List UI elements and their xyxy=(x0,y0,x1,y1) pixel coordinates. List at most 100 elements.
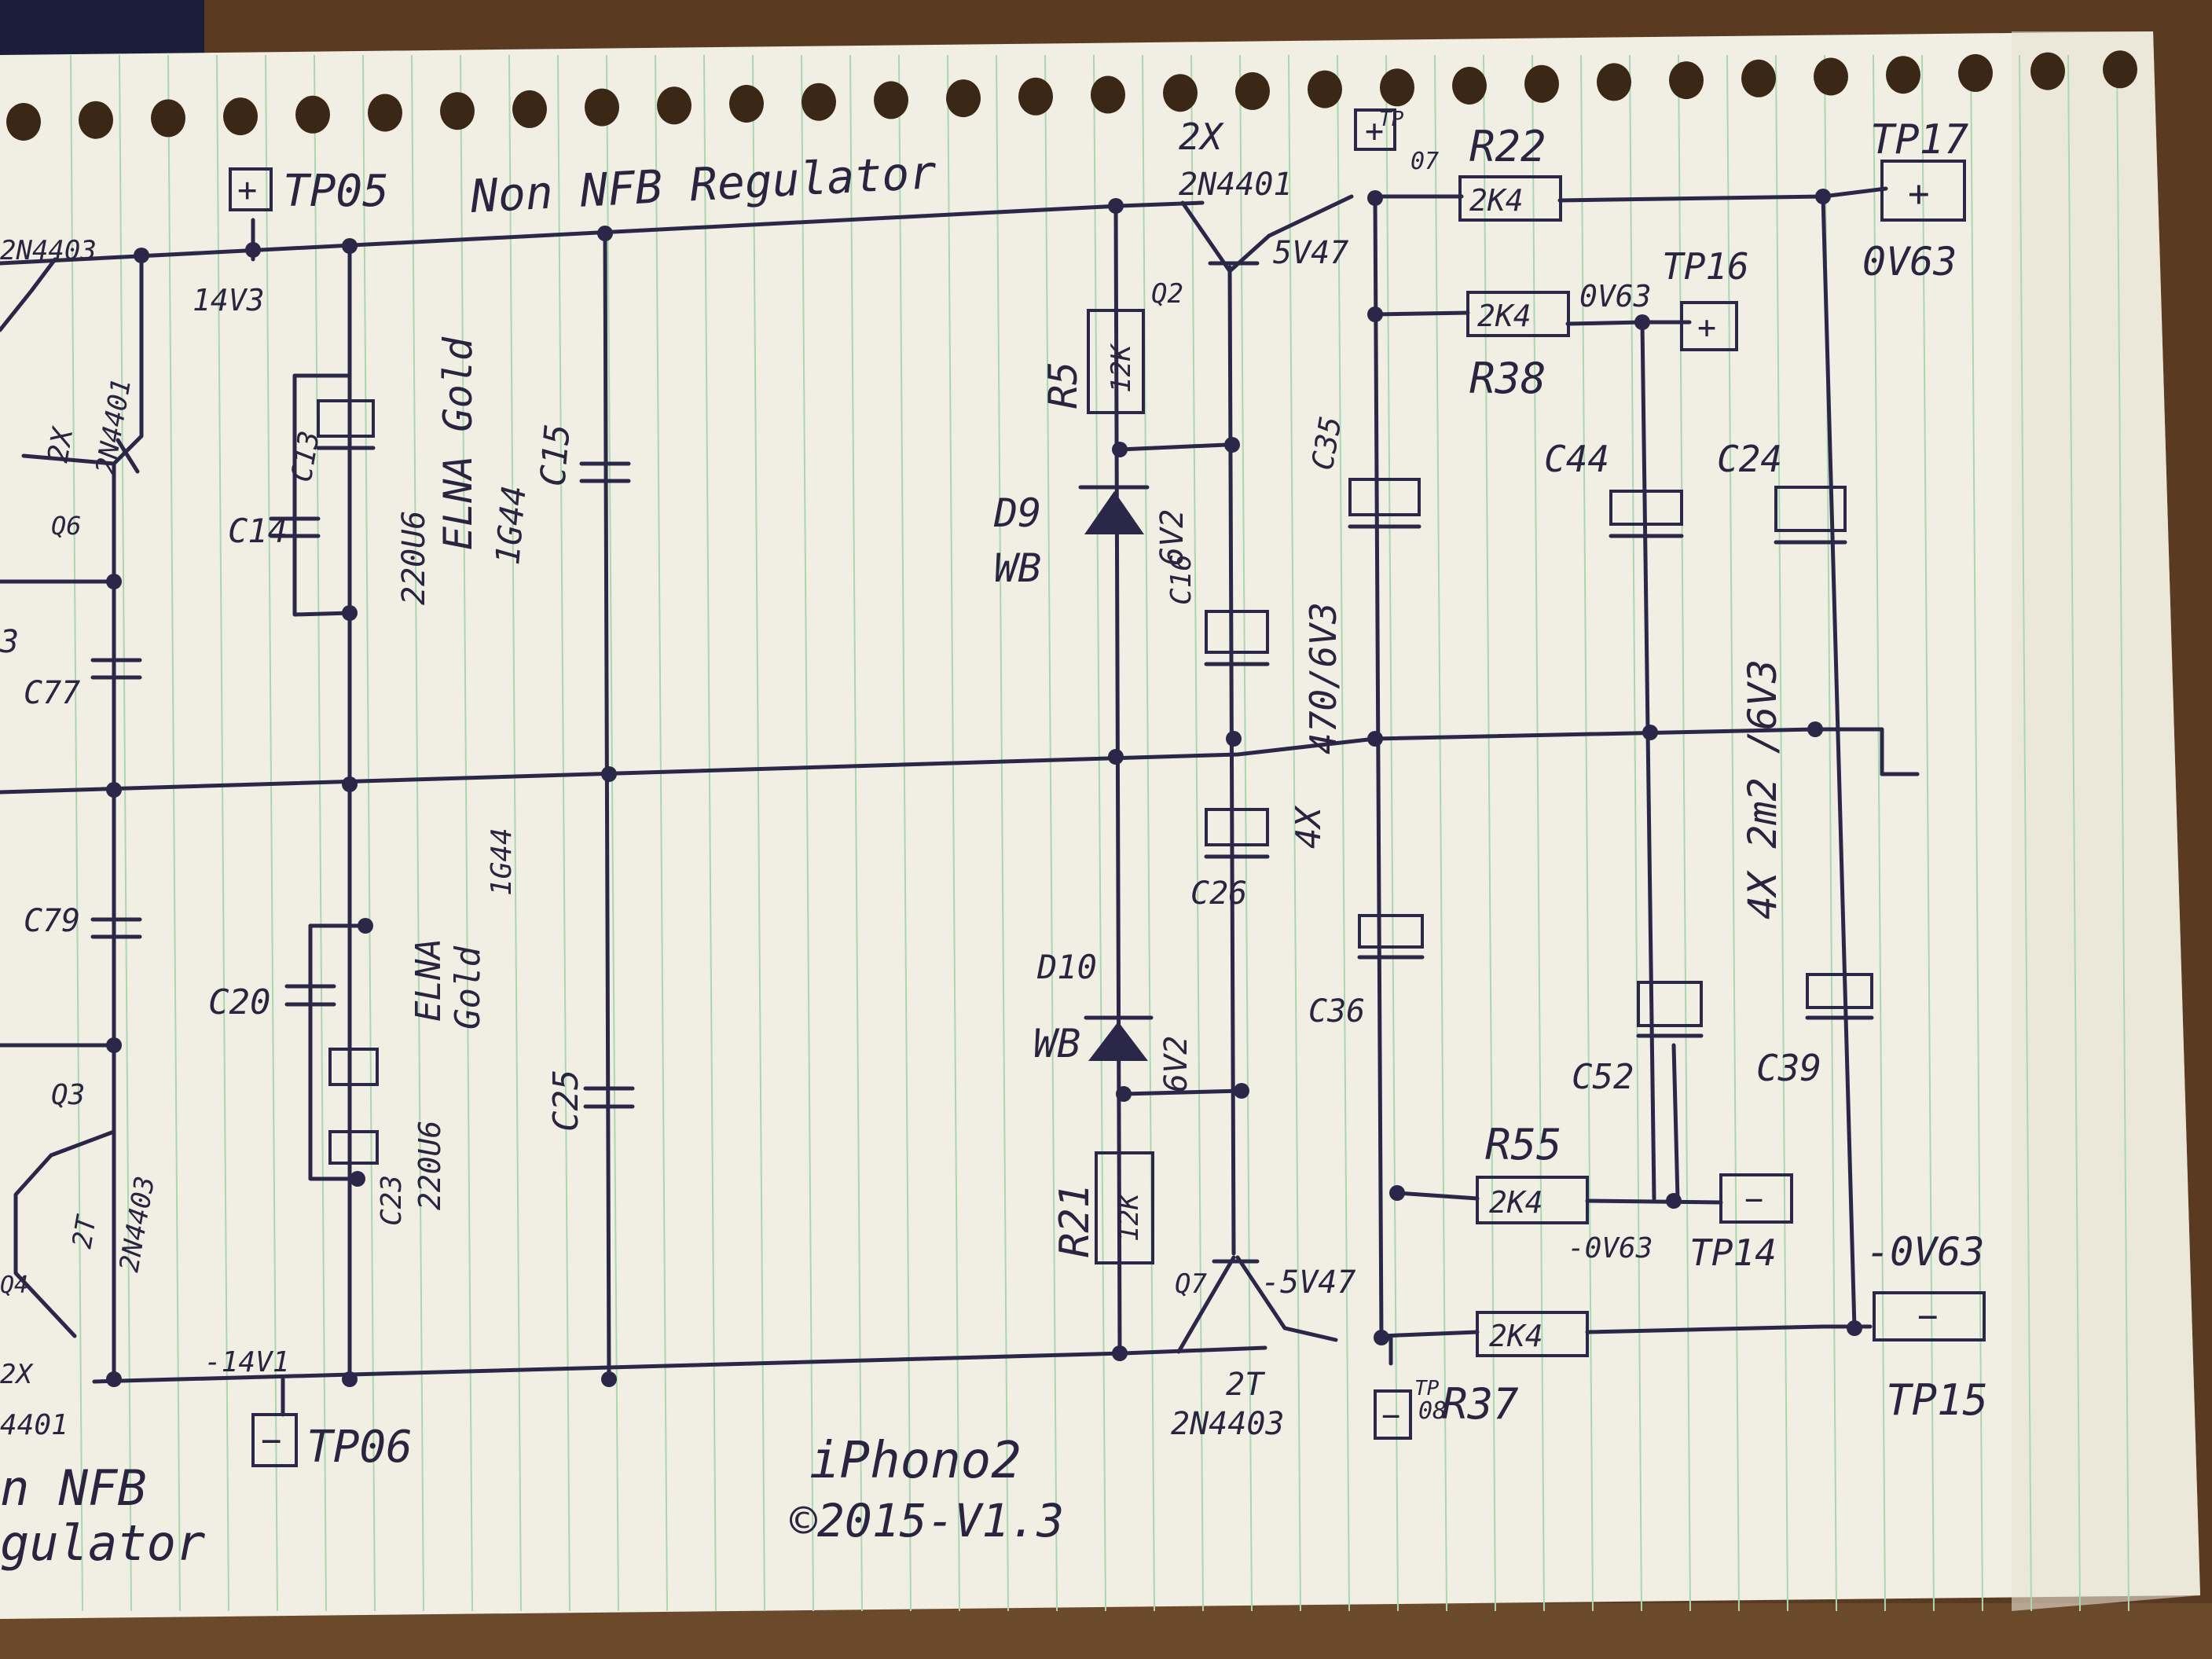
ruled-line xyxy=(1726,54,1740,1612)
c14-loop xyxy=(292,373,352,617)
q3-label: Q3 xyxy=(51,1079,85,1111)
vm5v47-label: -5V47 xyxy=(1261,1264,1355,1301)
junction-dot xyxy=(1389,1185,1405,1201)
sprocket-hole xyxy=(151,99,185,138)
junction-dot xyxy=(1634,314,1650,330)
c23-value: 220U6 xyxy=(413,1121,447,1210)
tp17-polarity: + xyxy=(1908,172,1930,215)
c79-label: C79 xyxy=(24,903,80,939)
sprocket-hole xyxy=(2103,50,2137,89)
junction-dot xyxy=(1815,189,1831,204)
c16-body xyxy=(1205,610,1269,654)
r37-label: R37 xyxy=(1442,1379,1519,1429)
r5-label: R5 xyxy=(1040,362,1086,409)
c15-c25-vertical xyxy=(603,229,611,1382)
left-fragment-line1: n NFB xyxy=(0,1459,147,1517)
d9-label: D9 xyxy=(993,490,1041,536)
signature-line2: ©2015-V1.3 xyxy=(790,1494,1064,1547)
r37-value: 2K4 xyxy=(1489,1319,1543,1353)
ruled-line xyxy=(119,54,132,1612)
sprocket-hole xyxy=(295,95,330,134)
c36-body xyxy=(1358,914,1424,949)
r22-label: R22 xyxy=(1469,122,1546,171)
q7-label: Q7 xyxy=(1175,1268,1207,1300)
v5v47-label: 5V47 xyxy=(1273,235,1348,271)
c77-label: C77 xyxy=(24,675,80,711)
ruled-line xyxy=(606,54,619,1612)
c35-body xyxy=(1348,478,1421,516)
sprocket-hole xyxy=(1741,59,1776,97)
junction-dot xyxy=(1666,1193,1682,1209)
vm14v1-label: -14V1 xyxy=(204,1346,289,1378)
q7-qty: 2T xyxy=(1226,1367,1266,1403)
tp16-label: TP16 xyxy=(1662,245,1749,288)
c20-note3: 1G44 xyxy=(486,828,518,896)
r55-body xyxy=(1476,1176,1589,1224)
junction-dot xyxy=(342,238,358,254)
ruled-line xyxy=(898,54,912,1612)
sprocket-hole xyxy=(1018,77,1053,116)
tp14-label: TP14 xyxy=(1689,1231,1777,1274)
sprocket-hole xyxy=(729,85,764,123)
c23-body xyxy=(328,1130,379,1165)
r38-right-wire xyxy=(1565,320,1692,326)
sprocket-hole xyxy=(1091,75,1125,114)
c13-body xyxy=(317,399,375,438)
c79-plates xyxy=(90,917,142,939)
c15-plates xyxy=(579,461,631,483)
d9-voltage: 6V2 xyxy=(1154,509,1190,566)
r55-left-wire xyxy=(1395,1191,1480,1201)
junction-dot xyxy=(1108,749,1124,765)
sprocket-hole xyxy=(802,83,836,121)
tp17-label: TP17 xyxy=(1870,116,1968,163)
d9-type: WB xyxy=(994,545,1041,591)
d10-label: D10 xyxy=(1036,948,1097,986)
sprocket-hole xyxy=(1380,68,1414,107)
tp15-label: TP15 xyxy=(1886,1375,1988,1425)
c24-c39-vertical xyxy=(1821,194,1857,1331)
junction-dot xyxy=(342,1371,358,1387)
signature-line1: iPhono2 xyxy=(809,1432,1022,1490)
d9-cathode-wire xyxy=(1117,442,1228,452)
tp17-box xyxy=(1880,160,1966,222)
r5-r21-vertical xyxy=(1113,204,1122,1356)
components xyxy=(90,108,1986,1467)
d10-voltage: 6V2 xyxy=(1158,1036,1194,1092)
ruled-line xyxy=(849,54,863,1612)
left-bottom-qty: 2X xyxy=(0,1359,34,1390)
r37-body xyxy=(1476,1311,1589,1357)
c24-body xyxy=(1774,486,1847,532)
r21-value: 12K xyxy=(1113,1191,1145,1242)
junction-dot xyxy=(106,782,122,798)
ruled-lines xyxy=(70,54,2129,1612)
junction-dots xyxy=(106,189,1862,1387)
ruled-line xyxy=(411,54,424,1612)
sprocket-hole xyxy=(1524,64,1559,103)
junction-dot xyxy=(1108,198,1124,214)
left-wire-1 xyxy=(112,253,144,466)
r22-value: 2K4 xyxy=(1469,183,1524,218)
c14-plates xyxy=(269,516,321,538)
junction-dot xyxy=(1847,1320,1862,1336)
c26-label: C26 xyxy=(1190,875,1247,912)
sprocket-hole xyxy=(1597,63,1631,101)
sprocket-hole xyxy=(1452,67,1487,105)
ruled-line xyxy=(752,54,765,1612)
c36-label: C36 xyxy=(1308,993,1365,1030)
r37-left-wire xyxy=(1379,1330,1480,1338)
junction-dot xyxy=(106,1371,122,1387)
left-wire-3 xyxy=(21,453,116,466)
ruled-line xyxy=(314,54,327,1612)
ruled-line xyxy=(2116,54,2129,1612)
junction-dot xyxy=(1367,190,1383,206)
c35-c36-vertical xyxy=(1373,194,1384,1342)
c20-label: C20 xyxy=(208,982,270,1022)
c23-label: C23 xyxy=(376,1175,408,1226)
v14v3-label: 14V3 xyxy=(193,283,265,317)
c44-c52-vertical xyxy=(1640,320,1656,1201)
sprocket-hole xyxy=(223,97,258,136)
c39-label: C39 xyxy=(1756,1047,1821,1089)
ruled-line xyxy=(167,54,181,1612)
r38-value: 2K4 xyxy=(1477,299,1532,333)
tp06-box xyxy=(251,1413,298,1467)
